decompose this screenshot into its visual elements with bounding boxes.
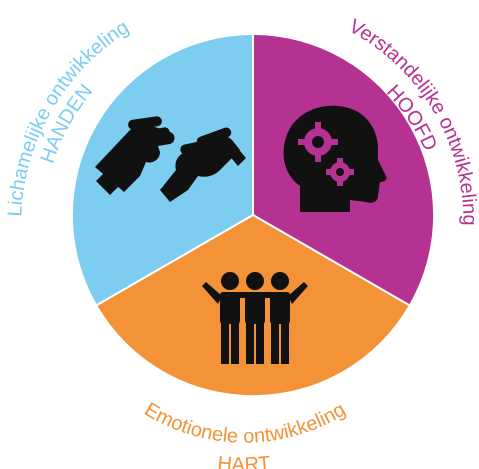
segment-dividers (96, 35, 410, 306)
handshake-icon (95, 116, 246, 202)
group-hug-icon (202, 272, 308, 364)
hart-title: HART (217, 453, 272, 469)
hart-subtitle: Emotionele ontwikkeling (141, 399, 350, 448)
segment-handen (72, 34, 253, 305)
head-gears-icon (283, 105, 387, 212)
